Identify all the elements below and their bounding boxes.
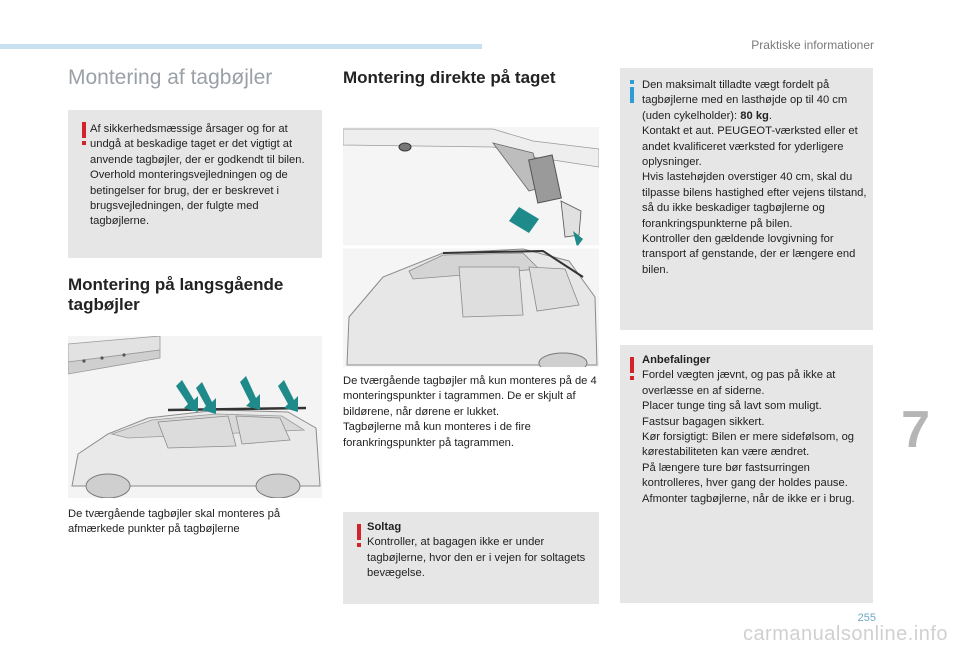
warning-icon (82, 122, 86, 145)
advice-text: Fordel vægten jævnt, og pas på ikke at o… (642, 369, 855, 505)
subsection-heading-direct: Montering direkte på taget (343, 68, 556, 87)
figure-caption: De tværgående tagbøjler skal monteres på… (68, 508, 281, 536)
car-roof-rails-svg (68, 336, 322, 498)
longitudinal-bars-illustration (68, 336, 322, 498)
warning-icon (357, 524, 361, 547)
running-header: Praktiske informationer (751, 38, 874, 52)
warning-box: Af sikkerhedsmæssige årsager og for at u… (68, 110, 322, 258)
soltag-warning-box: Soltag Kontroller, at bagagen ikke er un… (343, 512, 599, 604)
roof-direct-illustration (343, 127, 599, 367)
section-title: Montering af tagbøjler (68, 66, 273, 89)
info-box: Den maksimalt tilladte vægt fordelt på t… (620, 68, 873, 330)
warning-text: Af sikkerhedsmæssige årsager og for at u… (90, 123, 305, 228)
soltag-title: Soltag (367, 521, 402, 533)
info-text: Den maksimalt tilladte vægt fordelt på t… (642, 78, 868, 278)
info-text-part-2: . Kontakt et aut. PEUGEOT-værksted eller… (642, 109, 867, 276)
roof-mount-svg (343, 127, 599, 367)
watermark: carmanualsonline.info (742, 623, 948, 645)
chapter-number: 7 (901, 401, 930, 459)
advice-warning-box: Anbefalinger Fordel vægten jævnt, og pas… (620, 345, 873, 603)
info-icon (630, 80, 634, 103)
soltag-text: Kontroller, at bagagen ikke er under tag… (367, 536, 586, 580)
max-load-value: 80 kg (740, 109, 769, 122)
middle-body-text: De tværgående tagbøjler må kun monteres … (343, 375, 597, 449)
header-rule (0, 44, 482, 49)
info-text-part-1: Den maksimalt tilladte vægt fordelt på t… (642, 79, 848, 122)
subsection-heading: Montering på langsgående tagbøjler (68, 275, 284, 314)
warning-icon (630, 357, 634, 380)
advice-title: Anbefalinger (642, 354, 711, 366)
page-number: 255 (857, 612, 876, 624)
